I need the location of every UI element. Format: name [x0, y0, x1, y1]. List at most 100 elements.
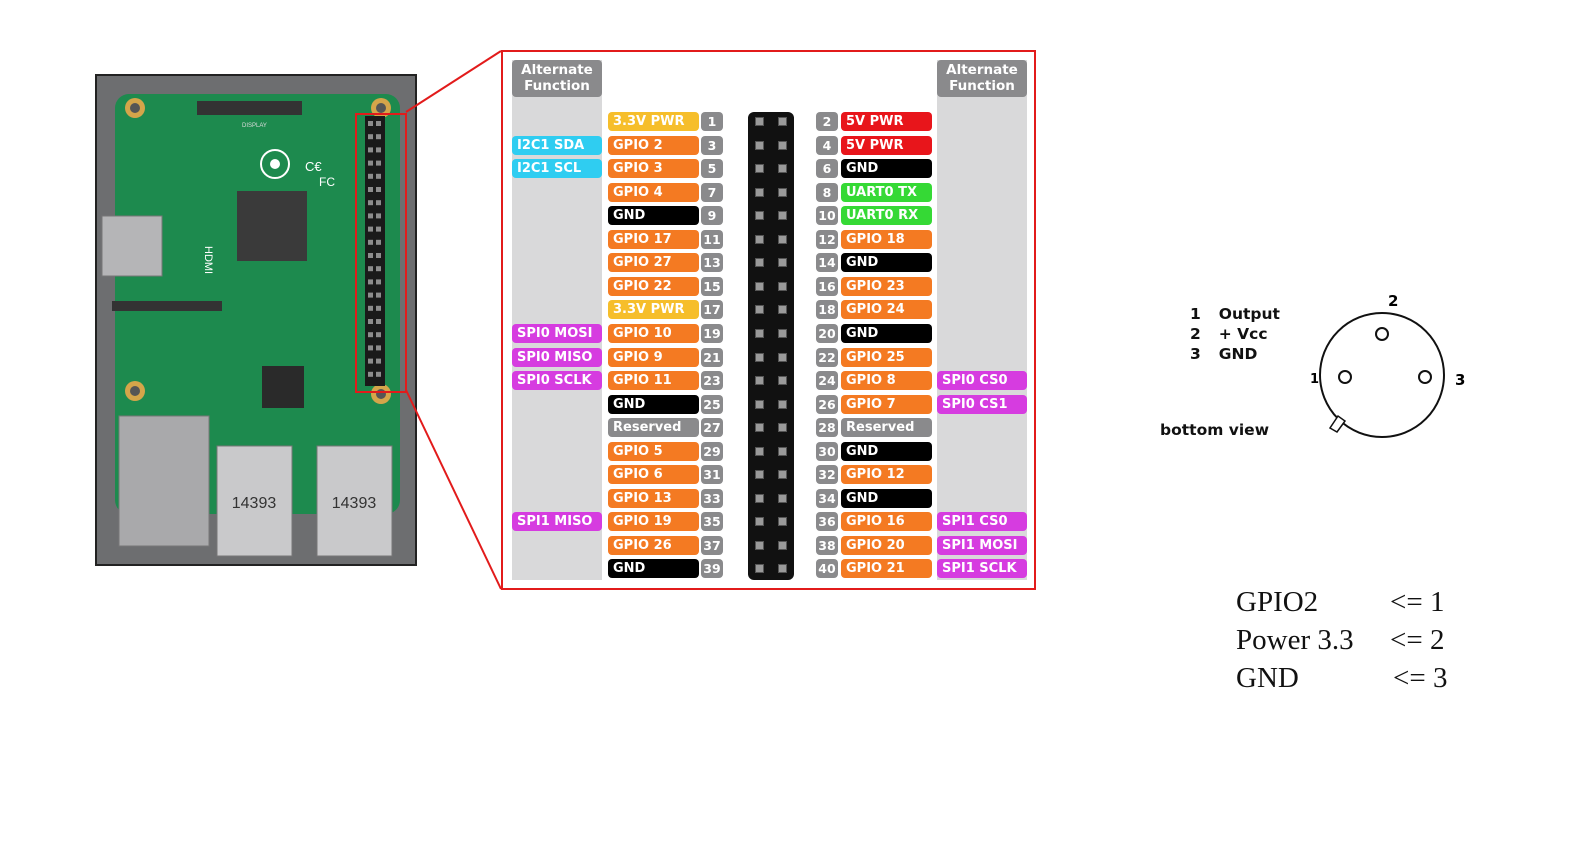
- gpio-pinout-diagram: Alternate Function Alternate Function 3.…: [501, 50, 1036, 590]
- board-header-pin: [368, 226, 373, 232]
- right-alt-function-label: SPI1 CS0: [937, 512, 1027, 531]
- right-pin-label: GPIO 24: [841, 300, 932, 319]
- mapping-left: GND: [1236, 662, 1299, 694]
- header-pin: [778, 470, 787, 479]
- sensor-pin-label-3: 3: [1455, 371, 1465, 389]
- right-alt-function-label: SPI1 MOSI: [937, 536, 1027, 555]
- left-pin-label: GND: [608, 559, 699, 578]
- board-header-pin: [368, 187, 373, 192]
- right-pin-number: 32: [816, 465, 838, 484]
- board-header-pin: [376, 213, 381, 219]
- header-pin: [778, 164, 787, 173]
- header-pin: [778, 353, 787, 362]
- board-header-pin: [368, 332, 373, 338]
- left-pin-number: 5: [701, 159, 723, 178]
- header-pin: [778, 447, 787, 456]
- header-pin: [755, 329, 764, 338]
- legend-text: + Vcc: [1218, 325, 1268, 343]
- header-pin: [755, 541, 764, 550]
- mapping-row-1: GPIO2 <= 1: [1236, 586, 1444, 619]
- mapping-row-2: Power 3.3<= 2: [1236, 624, 1444, 657]
- board-header-pin: [376, 147, 381, 153]
- board-header-pin: [376, 332, 381, 338]
- header-pin: [755, 400, 764, 409]
- right-pin-number: 4: [816, 136, 838, 155]
- left-alt-function-label: SPI0 SCLK: [512, 371, 602, 390]
- left-pin-label: GPIO 5: [608, 442, 699, 461]
- header-pin: [778, 282, 787, 291]
- header-pin: [778, 117, 787, 126]
- left-pin-number: 7: [701, 183, 723, 202]
- header-pin: [778, 376, 787, 385]
- header-pin: [755, 282, 764, 291]
- right-pin-label: GND: [841, 253, 932, 272]
- board-header-pin: [376, 253, 381, 258]
- board-header-pin: [368, 173, 373, 179]
- right-alt-function-label: SPI0 CS0: [937, 371, 1027, 390]
- right-pin-label: GPIO 12: [841, 465, 932, 484]
- right-pin-number: 40: [816, 559, 838, 578]
- board-header-pin: [376, 226, 381, 232]
- right-pin-label: GND: [841, 489, 932, 508]
- right-pin-number: 14: [816, 253, 838, 272]
- right-pin-label: GND: [841, 159, 932, 178]
- header-pin: [778, 423, 787, 432]
- ce-mark-icon: C€: [305, 159, 322, 174]
- header-pin: [755, 235, 764, 244]
- right-pin-number: 26: [816, 395, 838, 414]
- right-pin-label: 5V PWR: [841, 136, 932, 155]
- right-alternate-function-header: Alternate Function: [937, 60, 1027, 97]
- board-header-pin: [376, 121, 381, 126]
- right-pin-label: UART0 RX: [841, 206, 932, 225]
- board-header-pin: [368, 253, 373, 258]
- left-pin-number: 25: [701, 395, 723, 414]
- header-pin: [778, 564, 787, 573]
- board-header-pin: [368, 239, 373, 245]
- left-pin-label: GPIO 10: [608, 324, 699, 343]
- mapping-row-3: GND<= 3: [1236, 662, 1447, 695]
- header-pin: [778, 235, 787, 244]
- board-header-pin: [376, 266, 381, 272]
- header-pin: [778, 211, 787, 220]
- left-pin-label: GPIO 22: [608, 277, 699, 296]
- sensor-bottom-view-drawing: 2 1 3: [1310, 292, 1465, 438]
- left-pin-label: GPIO 19: [608, 512, 699, 531]
- raspberry-pi-board-image: 14393 14393 HDMI DISPLAY C€ FC: [95, 74, 417, 566]
- board-header-pin: [376, 345, 381, 351]
- left-pin-label: GND: [608, 395, 699, 414]
- board-header-pin: [376, 160, 381, 166]
- board-header-pin: [376, 173, 381, 179]
- header-pin: [755, 423, 764, 432]
- right-pin-label: GPIO 7: [841, 395, 932, 414]
- board-header-pin: [376, 371, 381, 377]
- board-header-pin: [376, 134, 381, 140]
- right-pin-label: GPIO 16: [841, 512, 932, 531]
- hdmi-label: HDMI: [202, 246, 214, 274]
- mapping-left: GPIO2: [1236, 586, 1319, 618]
- left-alt-function-label: SPI0 MOSI: [512, 324, 602, 343]
- mapping-right: <= 1: [1390, 586, 1445, 618]
- board-header-pin: [376, 305, 381, 311]
- right-pin-number: 36: [816, 512, 838, 531]
- header-pin: [755, 117, 764, 126]
- fcc-mark-icon: FC: [319, 175, 335, 189]
- left-pin-label: GPIO 26: [608, 536, 699, 555]
- right-pin-label: GPIO 21: [841, 559, 932, 578]
- header-pin: [755, 564, 764, 573]
- left-pin-label: GPIO 2: [608, 136, 699, 155]
- header-pin: [778, 258, 787, 267]
- header-pin: [755, 141, 764, 150]
- board-header-pin: [368, 345, 373, 351]
- sensor-pin-3: [1418, 370, 1432, 384]
- left-pin-label: GPIO 13: [608, 489, 699, 508]
- header-pin: [755, 376, 764, 385]
- board-header-pin: [376, 358, 381, 364]
- sensor-pin-1: [1338, 370, 1352, 384]
- left-alt-function-label: SPI1 MISO: [512, 512, 602, 531]
- mapping-right: <= 2: [1390, 624, 1445, 656]
- legend-text: GND: [1218, 345, 1258, 363]
- left-pin-number: 15: [701, 277, 723, 296]
- left-pin-number: 13: [701, 253, 723, 272]
